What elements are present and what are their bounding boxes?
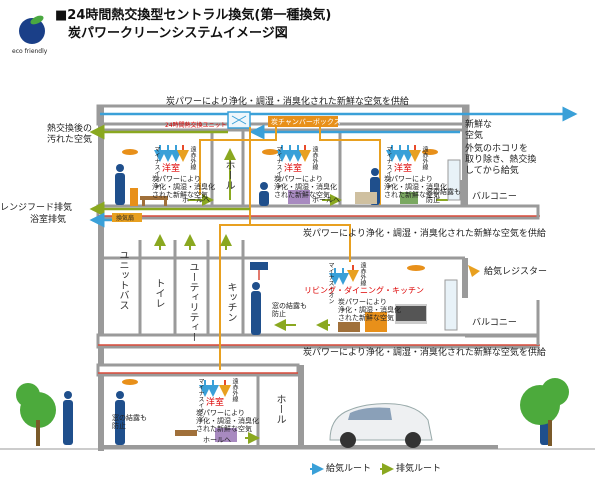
minus-ion-3: マイナスイオン bbox=[385, 146, 392, 188]
room-unit-bath: ユニットバス bbox=[117, 250, 128, 310]
infrared-3: 遠赤外線 bbox=[421, 146, 428, 170]
logo-text: eco friendly bbox=[12, 48, 48, 55]
supply-arrows-floor3 bbox=[154, 145, 414, 162]
room-ldk: リビング・ダイニング・キッチン bbox=[304, 286, 424, 295]
minus-ion-2: マイナスイオン bbox=[275, 146, 282, 188]
bath-exhaust-label: 浴室排気 bbox=[30, 215, 67, 225]
infrared-1: 遠赤外線 bbox=[189, 146, 196, 170]
room-western-1: 洋室 bbox=[162, 164, 181, 174]
infrared-2: 遠赤外線 bbox=[311, 146, 318, 170]
window-floor2 bbox=[444, 279, 458, 331]
to-hall-3: ホールへ bbox=[203, 436, 231, 444]
room-western-3: 洋室 bbox=[394, 164, 413, 174]
to-hall-1: ホールへ bbox=[182, 196, 210, 204]
room-toilet: トイレ bbox=[153, 278, 164, 308]
infrared-5: 遠赤外線 bbox=[231, 378, 238, 402]
room-hall-3f: ホール bbox=[223, 160, 234, 190]
room-hall-1f: ホール bbox=[274, 394, 285, 424]
register-label: 給気レジスター bbox=[484, 267, 548, 277]
purified-desc-5: 炭パワーにより 浄化・調湿・消臭化 された新鮮な空気 bbox=[196, 409, 259, 433]
ceiling-lamps bbox=[122, 149, 438, 385]
heat-exchanger-label: 24時間熱交換ユニット bbox=[165, 122, 227, 129]
trees bbox=[16, 378, 569, 446]
left-wall bbox=[98, 106, 104, 451]
page-title: ■24時間熱交換型セントラル換気(第一種換気) bbox=[55, 8, 332, 23]
exhaust-dirty-label: 熱交換後の 汚れた空気 bbox=[47, 124, 93, 145]
minus-ion-5: マイナスイオン bbox=[197, 378, 204, 420]
balcony-floor2: バルコニー bbox=[472, 318, 517, 328]
car bbox=[329, 403, 433, 448]
legend-supply: 給気ルート bbox=[326, 464, 372, 474]
purified-desc-3: 炭パワーにより 浄化・調湿・消臭化 された新鮮な空気 bbox=[384, 175, 447, 199]
charcoal-box-label: 炭チャンバーボックス bbox=[271, 118, 341, 126]
infrared-4: 遠赤外線 bbox=[359, 262, 366, 286]
room-kitchen: キッチン bbox=[225, 282, 236, 322]
minus-ion-1: マイナスイオン bbox=[153, 146, 160, 188]
supply-message-floor3: 炭パワーにより浄化・調湿・消臭化された新鮮な空気を供給 bbox=[303, 229, 546, 239]
purified-desc-1: 炭パワーにより 浄化・調湿・消臭化 された新鮮な空気 bbox=[152, 175, 215, 199]
purified-desc-2: 炭パワーにより 浄化・調湿・消臭化 された新鮮な空気 bbox=[274, 175, 337, 199]
to-hall-2: ホールへ bbox=[312, 196, 340, 204]
supply-message-top: 炭パワーにより浄化・調湿・消臭化された新鮮な空気を供給 bbox=[166, 97, 409, 107]
range-hood-label: レンジフード排気 bbox=[0, 203, 73, 213]
furniture bbox=[130, 188, 427, 442]
charcoal-chamber-box bbox=[268, 116, 338, 127]
legend-exhaust: 排気ルート bbox=[396, 464, 442, 474]
condensation-2f: 窓の結露も 防止 bbox=[272, 302, 307, 318]
eco-logo: eco friendly bbox=[10, 12, 54, 58]
right-wall-top bbox=[462, 106, 468, 206]
room-western-2: 洋室 bbox=[284, 164, 303, 174]
room-western-4: 洋室 bbox=[206, 398, 225, 408]
fresh-air-label: 新鮮な 空気 bbox=[465, 120, 493, 141]
exhaust-fan-label: 換気扇 bbox=[116, 215, 135, 222]
exhaust-fan bbox=[112, 213, 142, 222]
room-utility: ユーティリティー bbox=[187, 262, 198, 342]
infrared-arrows bbox=[177, 145, 421, 397]
purified-desc-4: 炭パワーにより 浄化・調湿・消臭化 された新鮮な空気 bbox=[338, 298, 401, 322]
balcony-floor3: バルコニー bbox=[472, 192, 517, 202]
page-subtitle: 炭パワークリーンシステムイメージ図 bbox=[68, 26, 288, 41]
fresh-air-desc: 外気のホコリを 取り除き、熱交換 してから給気 bbox=[465, 144, 537, 176]
condensation-1f: 窓の結露も 防止 bbox=[112, 414, 147, 430]
kitchen-hood bbox=[250, 262, 268, 270]
condensation-3f: 窓の結露も 防止 bbox=[426, 188, 461, 204]
supply-message-floor2: 炭パワーにより浄化・調湿・消臭化された新鮮な空気を供給 bbox=[303, 348, 546, 358]
window-floor3 bbox=[447, 159, 461, 201]
minus-ion-4: マイナスイオン bbox=[327, 262, 334, 304]
register-arrow-icon bbox=[468, 265, 480, 277]
